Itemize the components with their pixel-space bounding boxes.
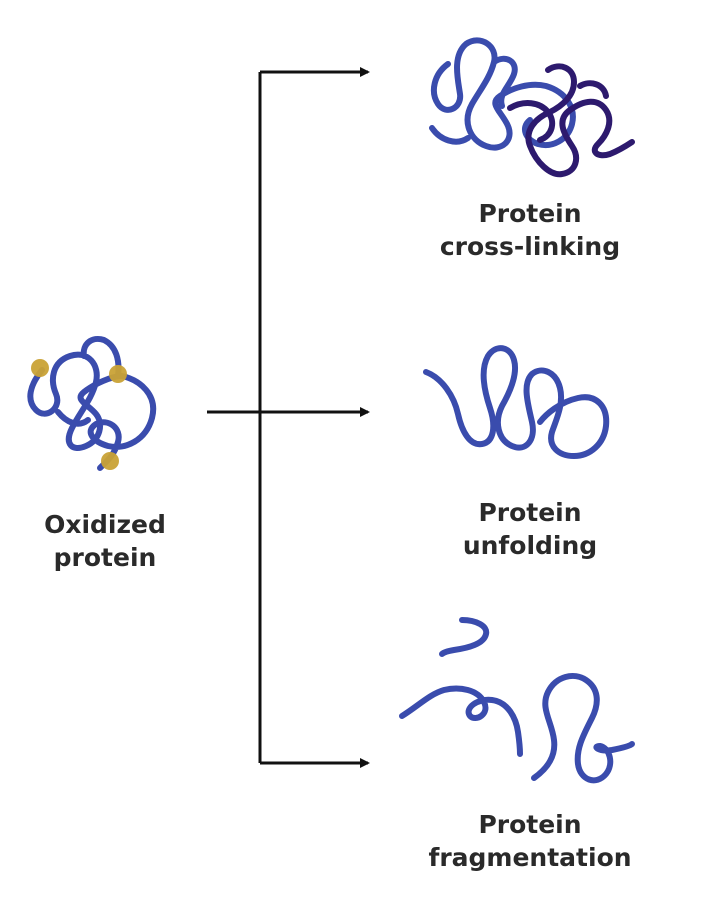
unfolded-protein-chain [423,345,610,459]
fragment-small [439,617,490,657]
oxidized-label-line-1: Oxidized [44,510,166,539]
crosslinked-chain-second [507,63,635,178]
crosslinking-protein-illustration [429,37,635,178]
crosslinking-label-line-1: Protein [478,199,582,228]
fragmentation-label-line-1: Protein [478,810,582,839]
oxidized-label-line-2: protein [53,543,157,572]
oxidized-protein-chain [27,336,157,471]
oxidized-protein-label: Oxidized protein [10,508,200,574]
unfolding-label-line-1: Protein [478,498,582,527]
oxidation-site-marker [101,452,119,470]
unfolding-label: Protein unfolding [420,496,640,562]
fragmentation-label: Protein fragmentation [405,808,655,874]
oxidation-site-marker [109,365,127,383]
fragmentation-label-line-2: fragmentation [428,843,632,872]
fragment-large [531,673,635,784]
fragmentation-protein-illustration [399,617,635,784]
unfolding-protein-illustration [423,345,610,459]
unfolding-label-line-2: unfolding [462,531,598,560]
oxidation-site-marker [31,359,49,377]
fragment-medium [399,685,523,757]
crosslinking-label-line-2: cross-linking [439,232,621,261]
oxidized-protein-illustration [27,336,157,471]
crosslinking-label: Protein cross-linking [420,197,640,263]
crosslinked-chain-first [429,37,576,151]
branching-arrows [207,67,370,768]
